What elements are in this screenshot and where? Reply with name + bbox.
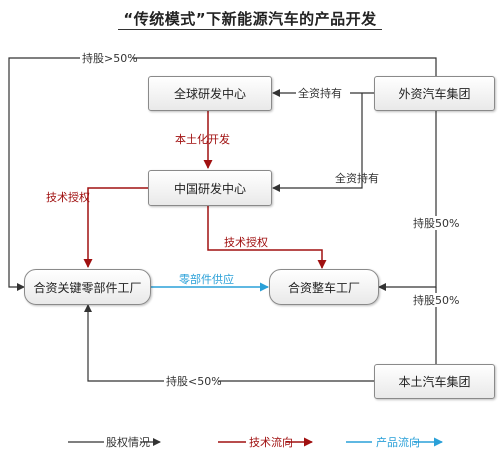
- title-underline: [118, 29, 382, 30]
- node-jv-parts: 合资关键零部件工厂: [24, 269, 151, 305]
- label-stake-50-a: 持股50%: [413, 216, 459, 230]
- label-bottom-stake: 持股<50%: [166, 374, 222, 388]
- tech-edges: [83, 111, 327, 269]
- label-full-own-1: 全资持有: [298, 86, 342, 100]
- label-top-stake: 持股>50%: [82, 51, 138, 65]
- equity-edges: [8, 57, 437, 382]
- diagram-title: “传统模式”下新能源汽车的产品开发: [123, 10, 377, 28]
- label-full-own-2: 全资持有: [335, 171, 379, 185]
- legend-tech: 技术流向: [249, 435, 293, 449]
- edge-stake-50-a: [378, 111, 437, 291]
- legend: 股权情况 技术流向 产品流向: [68, 435, 443, 449]
- legend-product: 产品流向: [376, 435, 420, 449]
- node-jv-vehicle: 合资整车工厂: [269, 269, 379, 305]
- edge-tech-license-1: [83, 187, 148, 268]
- node-foreign-group: 外资汽车集团: [374, 76, 495, 111]
- edge-tech-license-2: [207, 206, 327, 269]
- label-stake-50-b: 持股50%: [413, 293, 459, 307]
- node-china-rnd: 中国研发中心: [148, 170, 272, 206]
- edge-bottom-stake: [84, 304, 374, 382]
- legend-equity: 股权情况: [106, 436, 150, 449]
- label-tech-license-2: 技术授权: [224, 235, 268, 249]
- label-localize: 本土化开发: [175, 132, 230, 146]
- edge-full-own-2: [272, 93, 363, 192]
- node-global-rnd: 全球研发中心: [148, 76, 272, 111]
- edge-top-stake: [8, 57, 437, 291]
- label-parts-supply: 零部件供应: [179, 272, 234, 286]
- label-tech-license-1: 技术授权: [46, 190, 90, 204]
- node-local-group: 本土汽车集团: [374, 364, 495, 399]
